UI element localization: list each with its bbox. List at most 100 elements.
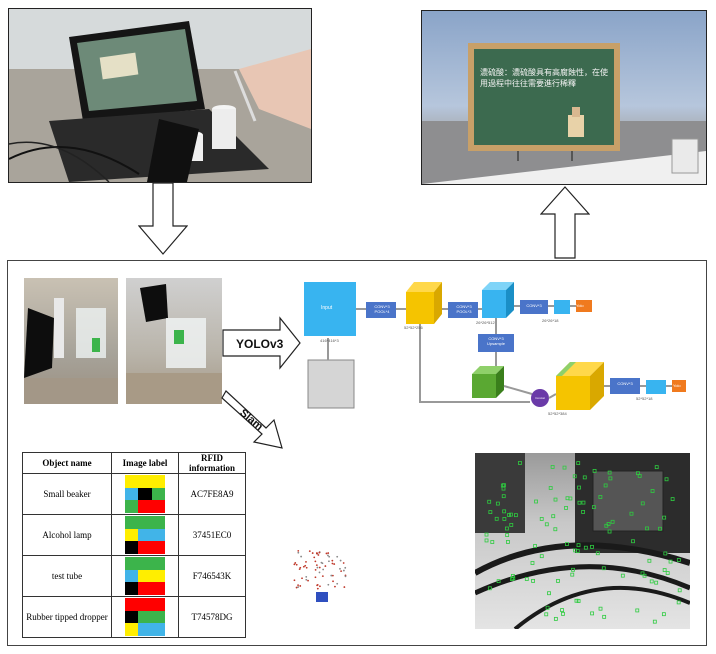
color-tag-cell [138,557,152,570]
point-cloud-point [320,561,323,564]
color-tag-cell [151,487,165,501]
object-name-cell: test tube [22,555,112,597]
image-label-cell [111,596,179,638]
feature-point-marker [577,500,582,505]
yolo-output-1-label: Yolo [576,303,584,308]
color-tag-cell [125,487,139,501]
point-cloud-point [305,560,307,563]
feature-point-marker [487,586,492,591]
feature-point-marker [647,558,652,563]
color-tag-cell [138,569,152,583]
feature-point-marker [551,514,556,519]
point-cloud-point [316,584,318,587]
feature-point-marker [581,500,586,505]
feature-point-marker [610,519,615,524]
feature-point-marker [533,544,537,548]
network-dim-2: 26*26*512 [476,320,495,325]
input-sample-image [307,359,355,409]
point-cloud-point [304,564,307,567]
feature-point-marker [484,532,489,537]
feature-point-marker [539,517,544,521]
feature-point-marker [670,497,675,502]
point-cloud-point [330,574,333,577]
yolo-output-1 [576,300,592,312]
color-tag-cell [151,582,165,595]
point-cloud-point [344,575,347,578]
feature-point-marker [654,580,659,585]
color-tag [125,475,165,513]
network-dim-4: 52*52*384 [548,411,567,416]
color-tag-cell [125,557,139,570]
rfid-cell: AC7FE8A9 [178,473,246,515]
scene-laptop-illustration [9,9,311,182]
feature-point-marker [500,483,505,488]
conv-block-3-label: CONV*3 [526,303,542,308]
feature-point-marker [663,551,668,556]
feature-point-marker [665,571,670,575]
rfid-cell: 37451EC0 [178,514,246,556]
conv-block-3 [520,300,548,314]
output-small-cyan-1 [554,300,570,314]
table-row: Small beaker AC7FE8A9 [22,473,246,515]
point-cloud-point [297,586,300,588]
point-cloud-point [333,563,336,565]
feature-point-marker [598,606,603,611]
feature-map-green [472,374,496,398]
color-tag-cell [138,475,152,488]
network-input-label: Input [321,305,333,311]
point-cloud-point [324,565,327,567]
feature-point-marker [502,509,507,514]
feature-point-marker [545,605,550,610]
feature-point-marker [507,513,511,517]
object-name-cell: Small beaker [22,473,112,515]
color-tag-cell [138,528,152,542]
color-tag-cell [125,516,139,529]
feature-point-marker [553,616,558,621]
color-tag-cell [125,528,139,542]
color-tag-cell [151,623,165,636]
down-arrow-icon [138,182,188,255]
point-cloud-point [297,584,299,587]
feature-point-marker [524,577,529,581]
upsample-block-label: CONV*3 Upsample [486,336,505,346]
feature-point-marker [602,614,607,619]
point-cloud-point [331,562,334,565]
point-cloud-point [334,585,336,588]
color-tag-cell [125,475,139,488]
color-tag-cell [125,610,139,624]
feature-point-marker [591,505,596,510]
header-rfid: RFID information [178,452,246,474]
color-tag-cell [138,623,152,636]
color-tag-cell [151,598,165,611]
point-cloud-point [298,568,301,571]
point-cloud-point [316,566,319,569]
yolo-arrow-label: YOLOv3 [236,337,284,351]
feature-point-marker [603,483,608,488]
feature-point-marker [572,474,577,479]
color-tag-cell [138,487,152,501]
color-tag-cell [138,598,152,611]
feature-point-marker [562,465,567,470]
scene-glove-illustration-1 [24,298,118,404]
up-arrow-icon [540,186,590,259]
feature-point-marker [530,561,535,565]
point-cloud-point [332,580,334,583]
yolo-arrow-icon [222,316,301,370]
feature-point-marker [568,496,573,501]
point-cloud-point [327,554,329,557]
point-cloud-point [314,569,317,571]
color-tag-cell [151,541,165,554]
point-cloud-point [344,566,347,569]
feature-point-marker [550,465,555,469]
feature-point-marker [677,588,682,593]
point-cloud-point [328,555,331,558]
feature-point-marker [506,540,510,544]
color-tag [125,516,165,554]
input-block [304,282,356,336]
feature-point-marker [582,475,587,480]
point-cloud-point [315,564,318,566]
feature-point-marker [607,470,612,475]
conv-block-5-label: CONV*3 [617,381,633,386]
